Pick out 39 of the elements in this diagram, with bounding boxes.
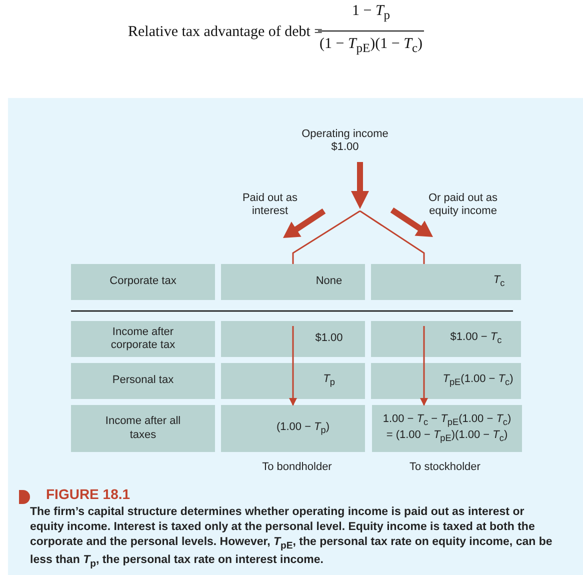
row-label: Corporate tax — [110, 275, 176, 289]
cell-value: T$_{pE}$(1.00 − T$_{c}$) — [442, 373, 514, 389]
column-footer: To stockholder — [400, 461, 490, 474]
cell-value: $1.00 — [315, 332, 343, 346]
arrow — [420, 398, 428, 406]
table-cell — [371, 321, 521, 357]
branch-label: Paid out as interest — [241, 192, 299, 218]
table-cell — [221, 264, 365, 300]
cell-value: (1.00 − T$_{p}$) — [276, 420, 330, 436]
connector-line — [423, 326, 425, 363]
table-cell — [221, 363, 365, 399]
row-header-cell — [71, 405, 215, 452]
table-cell — [221, 321, 365, 357]
cell-value: T$_{p}$ — [323, 373, 335, 389]
caption: The firm’s capital structure determines whether operating income is paid out as interest or equity income. Interest is taxed only at the personal level. Equity income is taxed at both the corporate and the personal levels. However, T$_{pE}$, the personal tax rate on equity income, can be less than T$_{p}$, the personal tax rate on interest income. — [30, 505, 554, 570]
table-cell — [371, 363, 521, 399]
branch-label: Or paid out as equity income — [427, 192, 499, 218]
node-label: Operating income $1.00 — [300, 128, 390, 154]
branch-line — [360, 210, 425, 264]
row-label: Income after corporate tax — [110, 326, 176, 352]
connector-line — [292, 326, 294, 363]
table-cell — [371, 264, 521, 300]
branch-line — [292, 210, 360, 264]
table-cell — [221, 405, 365, 452]
row-header-cell — [71, 321, 215, 357]
formula-numerator: 1 − T$_{p}$ — [350, 3, 392, 23]
row-header-cell — [71, 264, 215, 300]
cell-value: None — [316, 275, 342, 289]
column-footer: To bondholder — [252, 461, 342, 474]
row-label: Personal tax — [112, 374, 174, 388]
row-label: Income after all taxes — [104, 415, 182, 442]
cell-value: 1.00 − T$_{c}$ − T$_{pE}$(1.00 − T$_{c}$) = (1.00 − T$_{pE}$)(1.00 − T$_{c}$) — [382, 413, 512, 444]
cell-value: T$_{c}$ — [493, 274, 505, 290]
cell-value: $1.00 − T$_{c}$ — [450, 331, 502, 347]
row-header-cell — [71, 363, 215, 399]
arrow — [289, 398, 297, 406]
thick-arrow — [351, 162, 369, 209]
table-cell — [372, 405, 522, 452]
figure-number: FIGURE 18.1 — [46, 486, 130, 503]
